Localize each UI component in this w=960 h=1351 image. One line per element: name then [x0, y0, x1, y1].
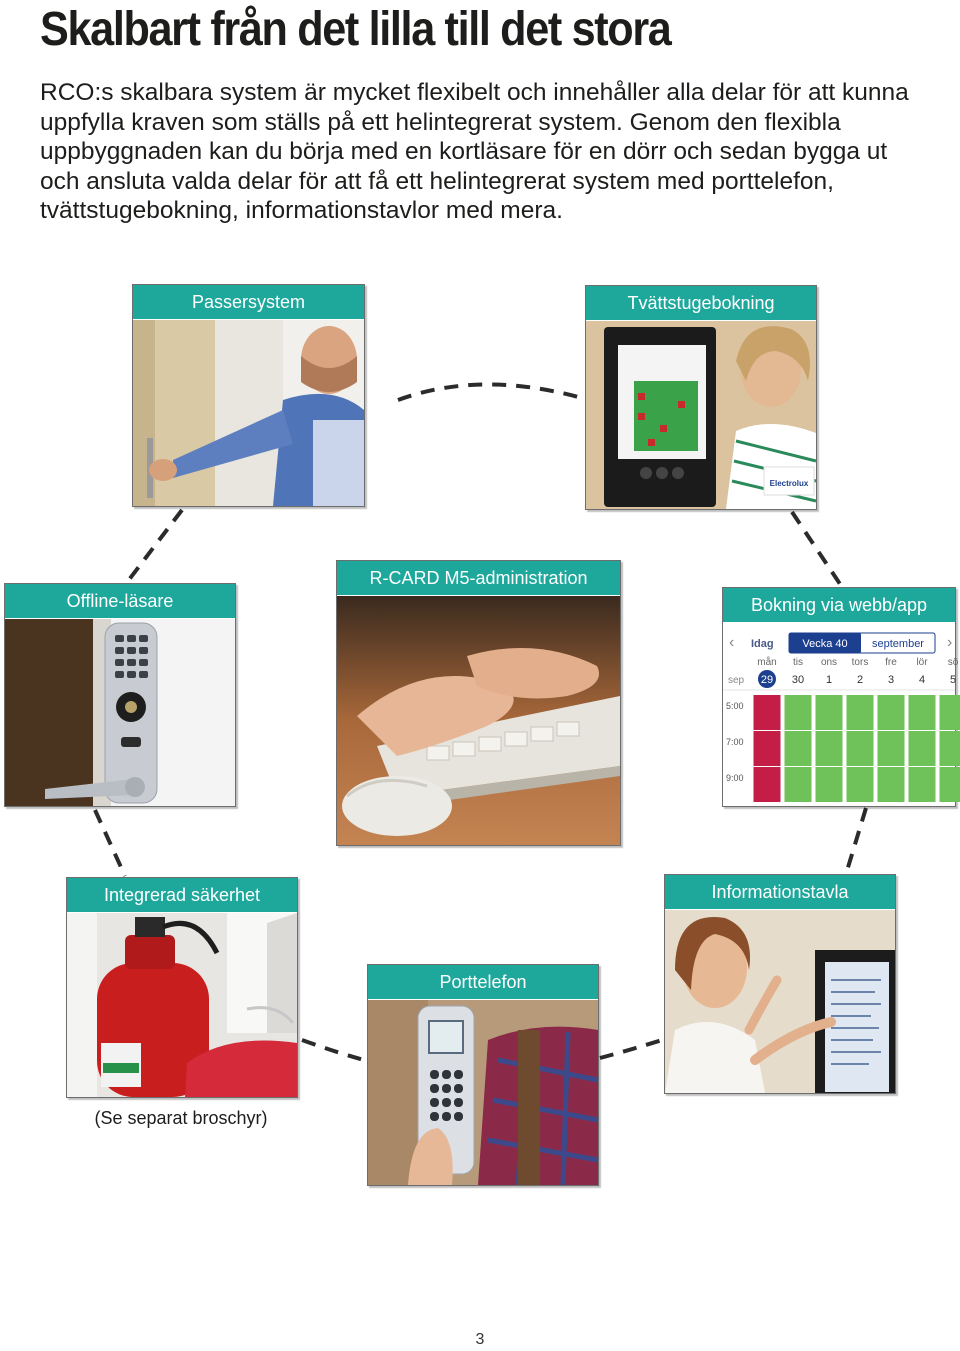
- module-offline: Offline-läsare: [4, 583, 236, 807]
- calendar-date[interactable]: 30: [792, 674, 804, 686]
- calendar-time-gutter: [723, 731, 751, 766]
- calendar-slot-free[interactable]: [846, 695, 874, 730]
- module-tvattstugebokning-label: Tvättstugebokning: [586, 286, 816, 321]
- module-webb: Bokning via webb/app ‹ Idag Vecka 40 sep…: [722, 587, 960, 807]
- calendar-slot-free[interactable]: [908, 767, 936, 802]
- calendar-slot-free[interactable]: [877, 731, 905, 766]
- calendar-day-label: mån: [757, 656, 776, 668]
- connector-bottom-left: [301, 1038, 365, 1062]
- calendar-day-label: lör: [916, 657, 928, 668]
- module-offline-label: Offline-läsare: [5, 584, 235, 619]
- intro-text: RCO:s skalbara system är mycket flexibel…: [40, 79, 909, 224]
- module-webb-label: Bokning via webb/app: [723, 588, 955, 623]
- calendar-time-label: 5:00: [726, 701, 744, 711]
- calendar-month-short: sep: [728, 675, 745, 686]
- module-rcard-label: R-CARD M5-administration: [337, 561, 620, 596]
- electrolux-logo: Electrolux: [770, 479, 809, 488]
- tvattstugebokning-photo: Electrolux: [586, 321, 817, 509]
- page-title: Skalbart från det lilla till det stora: [40, 3, 672, 56]
- page-number: 3: [475, 1331, 485, 1348]
- calendar-slot-booked[interactable]: [753, 731, 781, 766]
- calendar-time-label: 7:00: [726, 737, 744, 747]
- module-porttelefon-label: Porttelefon: [368, 965, 598, 1000]
- sakerhet-caption: (Se separat broschyr): [94, 1108, 268, 1128]
- passersystem-photo: [133, 320, 364, 506]
- calendar-date[interactable]: 2: [857, 674, 863, 686]
- connector-mid-left: [93, 809, 127, 877]
- calendar-date[interactable]: 1: [826, 674, 832, 686]
- module-rcard: R-CARD M5-administration: [336, 560, 621, 846]
- calendar-slot-free[interactable]: [846, 731, 874, 766]
- calendar-slot-free[interactable]: [784, 767, 812, 802]
- calendar-slot-free[interactable]: [939, 731, 960, 766]
- calendar-time-gutter: [723, 695, 751, 730]
- sakerhet-photo: [67, 913, 297, 1097]
- calendar-date[interactable]: 5: [950, 674, 956, 686]
- calendar-forward-icon[interactable]: ›: [947, 634, 952, 651]
- calendar-day-label: tors: [852, 657, 869, 668]
- calendar-slot-booked[interactable]: [753, 695, 781, 730]
- module-informationstavla: Informationstavla: [664, 874, 896, 1094]
- porttelefon-photo: [368, 1000, 599, 1186]
- calendar-slot-booked[interactable]: [753, 767, 781, 802]
- module-passersystem: Passersystem: [132, 284, 365, 507]
- rcard-photo: [337, 596, 620, 845]
- module-sakerhet-label: Integrerad säkerhet: [67, 878, 297, 913]
- connector-bottom-right: [599, 1038, 663, 1060]
- calendar-slot-free[interactable]: [784, 695, 812, 730]
- calendar-slot-free[interactable]: [939, 695, 960, 730]
- calendar-slot-free[interactable]: [939, 767, 960, 802]
- calendar-slot-free[interactable]: [815, 731, 843, 766]
- calendar-day-label: ons: [821, 657, 837, 668]
- connector-top: [397, 382, 583, 402]
- calendar-date[interactable]: 4: [919, 674, 925, 686]
- module-passersystem-label: Passersystem: [133, 285, 364, 320]
- calendar-slot-free[interactable]: [877, 695, 905, 730]
- calendar-slot-free[interactable]: [846, 767, 874, 802]
- module-porttelefon: Porttelefon: [367, 964, 599, 1186]
- offline-photo: [5, 619, 235, 806]
- module-tvattstugebokning: Tvättstugebokning Electrolux: [585, 285, 817, 510]
- connector-mid-right: [844, 807, 868, 875]
- calendar-selected-date-marker: [758, 670, 776, 688]
- calendar-date[interactable]: 3: [888, 674, 894, 686]
- calendar-day-label: sö: [948, 657, 959, 668]
- connector-top-left: [123, 508, 184, 587]
- calendar-slot-free[interactable]: [815, 695, 843, 730]
- calendar-back-icon[interactable]: ‹: [729, 634, 734, 651]
- calendar-today-button[interactable]: Idag: [751, 638, 774, 650]
- calendar-slot-free[interactable]: [908, 695, 936, 730]
- calendar-slot-free[interactable]: [908, 731, 936, 766]
- calendar-time-gutter: [723, 767, 751, 802]
- informationstavla-photo: [665, 910, 895, 1093]
- calendar-slot-free[interactable]: [784, 731, 812, 766]
- calendar-time-label: 9:00: [726, 773, 744, 783]
- connector-top-right: [790, 510, 842, 586]
- calendar-slot-free[interactable]: [815, 767, 843, 802]
- calendar-week-tab[interactable]: Vecka 40: [802, 638, 847, 650]
- calendar-day-label: tis: [793, 657, 803, 668]
- calendar-day-label: fre: [885, 657, 897, 668]
- calendar-slot-free[interactable]: [877, 767, 905, 802]
- calendar-month-tab[interactable]: september: [872, 638, 924, 650]
- module-sakerhet: Integrerad säkerhet: [66, 877, 298, 1098]
- calendar-date[interactable]: 29: [761, 674, 773, 686]
- module-informationstavla-label: Informationstavla: [665, 875, 895, 910]
- booking-calendar-screen: ‹ Idag Vecka 40 september › mån tis ons tor…: [723, 623, 960, 806]
